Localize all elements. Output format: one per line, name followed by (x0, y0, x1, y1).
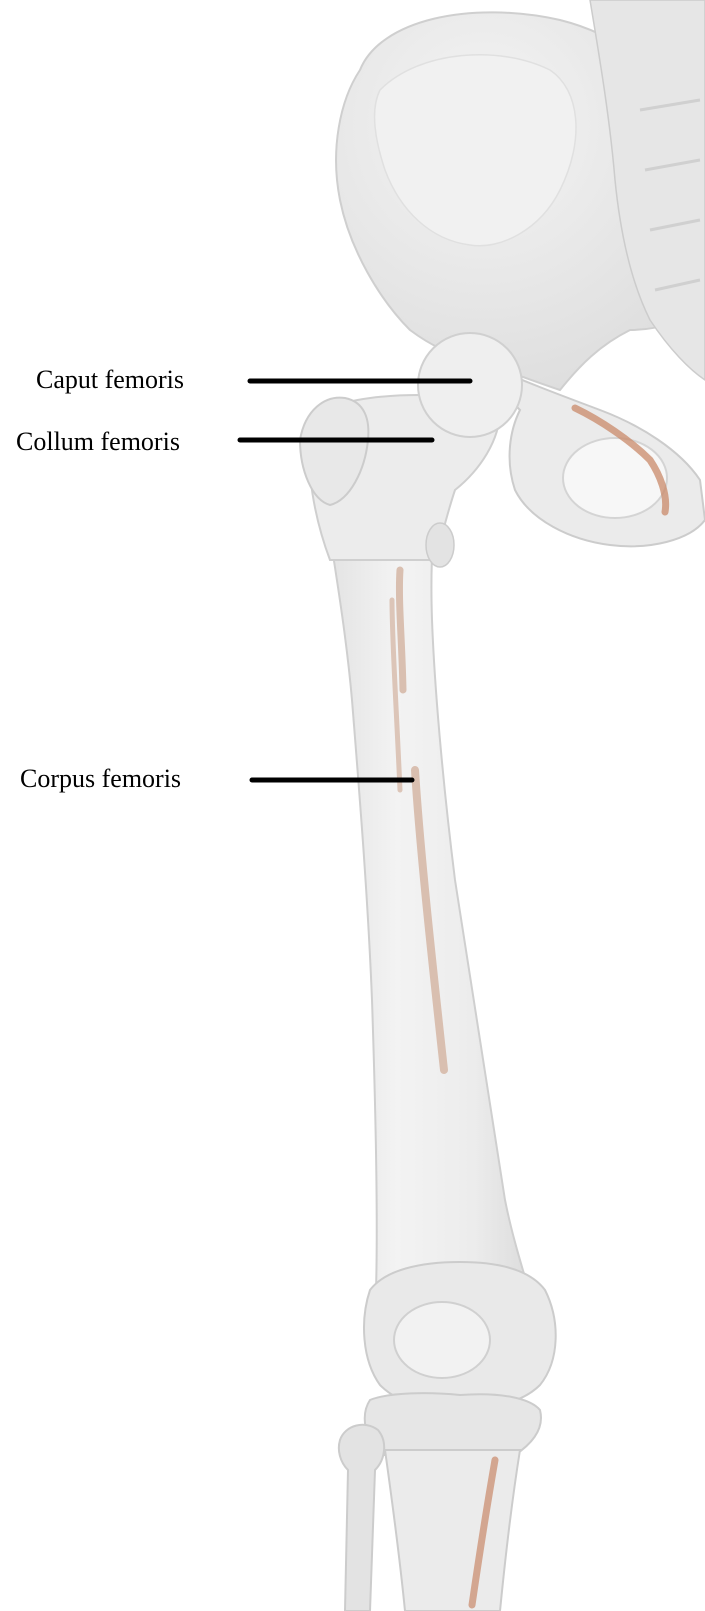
linea-aspera-upper (399, 570, 403, 690)
tibia-shaft (385, 1450, 520, 1611)
femur-illustration (300, 333, 540, 1330)
label-corpus-femoris: Corpus femoris (20, 764, 181, 793)
label-collum-femoris: Collum femoris (16, 427, 180, 456)
label-caput-femoris: Caput femoris (36, 365, 184, 394)
obturator-foramen (563, 438, 667, 518)
tibial-plateau (365, 1393, 541, 1455)
fibula-head (339, 1425, 384, 1611)
knee-illustration (339, 1262, 556, 1611)
label-group-corpus: Corpus femoris (20, 764, 412, 793)
label-group-caput: Caput femoris (36, 365, 470, 394)
lesser-trochanter (426, 523, 454, 567)
femur-head (418, 333, 522, 437)
patella (394, 1302, 490, 1378)
